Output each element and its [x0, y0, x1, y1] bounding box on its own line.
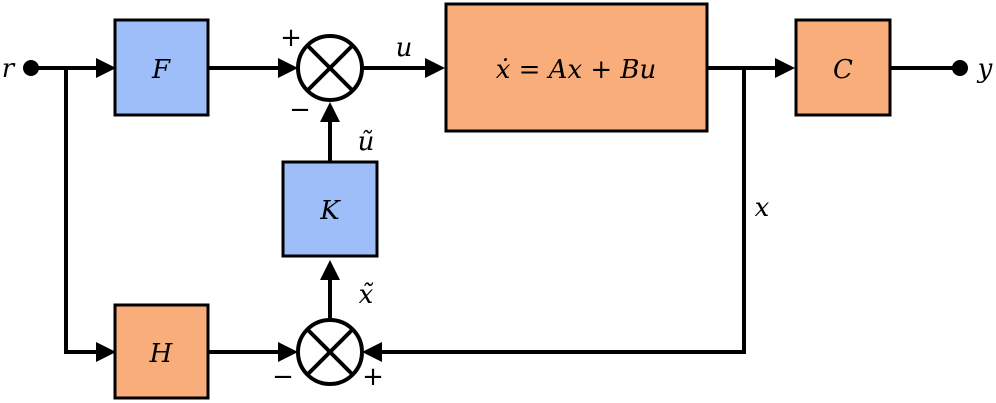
block-H-label: H	[149, 339, 174, 369]
block-H	[113, 303, 210, 400]
sign-top-minus: −	[289, 95, 311, 125]
block-K-label: K	[319, 196, 341, 226]
terminal-y	[952, 60, 968, 76]
block-C	[794, 18, 892, 117]
sign-bottom-minus: −	[272, 362, 294, 392]
block-plant	[444, 2, 709, 133]
sign-top-plus: +	[280, 23, 302, 53]
sign-bottom-plus: +	[362, 362, 384, 392]
arrow-into-H	[96, 342, 116, 362]
block-F	[113, 18, 210, 117]
block-K	[281, 160, 379, 258]
block-F-label: F	[151, 55, 171, 85]
terminal-r	[23, 60, 39, 76]
signal-u: u	[396, 33, 413, 63]
arrow-into-sum-top-from-K	[320, 102, 340, 122]
signal-x-tilde: x̃	[359, 280, 374, 310]
arrow-into-sum-bottom	[362, 342, 382, 362]
signal-x: x	[755, 193, 770, 223]
wire-x-feedback	[376, 68, 746, 354]
arrow-into-F	[96, 58, 116, 78]
wire-r-branch-to-H	[64, 68, 110, 354]
arrow-into-K	[320, 260, 340, 280]
block-C-label: C	[833, 55, 853, 85]
signal-r: r	[2, 54, 16, 84]
arrow-into-sum-top	[278, 58, 298, 78]
sum-junction-top	[296, 34, 364, 102]
signal-y: y	[977, 54, 993, 84]
signal-u-tilde: ũ	[358, 127, 375, 157]
sum-junction-bottom	[296, 318, 364, 386]
block-plant-label: ẋ = Ax + Bu	[496, 55, 657, 85]
arrow-into-C	[775, 58, 795, 78]
arrow-H-into-sum-bottom	[278, 342, 298, 362]
arrow-into-plant	[425, 58, 445, 78]
